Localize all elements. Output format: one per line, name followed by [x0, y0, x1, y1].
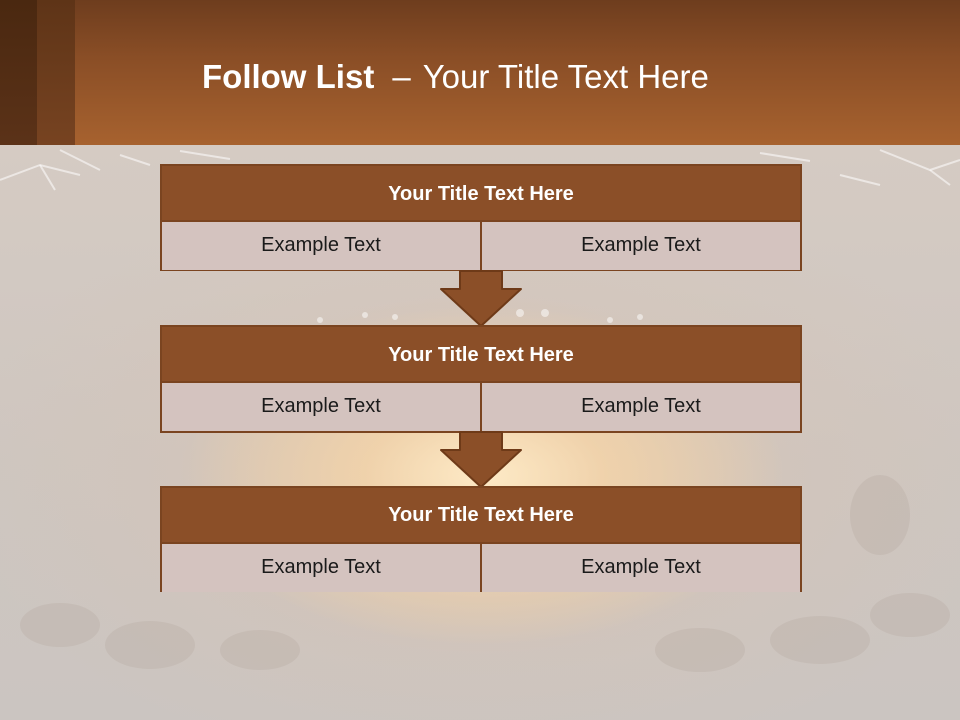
follow-list-block-2: Your Title Text Here Example Text Exampl… — [160, 325, 802, 433]
block-row: Example Text Example Text — [162, 222, 800, 270]
block-row: Example Text Example Text — [162, 383, 800, 431]
slide-title-dash: – — [392, 58, 411, 95]
block-cell-left: Example Text — [162, 544, 480, 592]
slide-header: Follow List–Your Title Text Here — [0, 0, 960, 145]
block-cell-right: Example Text — [480, 544, 800, 592]
header-accent-stripe — [37, 0, 75, 145]
slide-title-rest: Your Title Text Here — [422, 58, 709, 95]
block-cell-left: Example Text — [162, 383, 480, 431]
slide-title: Follow List–Your Title Text Here — [202, 56, 709, 98]
header-accent-stripe — [0, 0, 37, 145]
down-arrow-icon — [440, 431, 522, 488]
down-arrow-icon — [440, 270, 522, 327]
block-cell-right: Example Text — [480, 383, 800, 431]
block-title: Your Title Text Here — [162, 327, 800, 383]
block-cell-right: Example Text — [480, 222, 800, 270]
follow-list-block-3: Your Title Text Here Example Text Exampl… — [160, 486, 802, 592]
block-title: Your Title Text Here — [162, 166, 800, 222]
slide-title-bold: Follow List — [202, 58, 375, 95]
block-title: Your Title Text Here — [162, 488, 800, 544]
block-cell-left: Example Text — [162, 222, 480, 270]
block-row: Example Text Example Text — [162, 544, 800, 592]
stage-lights-decoration — [0, 149, 960, 672]
follow-list-block-1: Your Title Text Here Example Text Exampl… — [160, 164, 802, 271]
